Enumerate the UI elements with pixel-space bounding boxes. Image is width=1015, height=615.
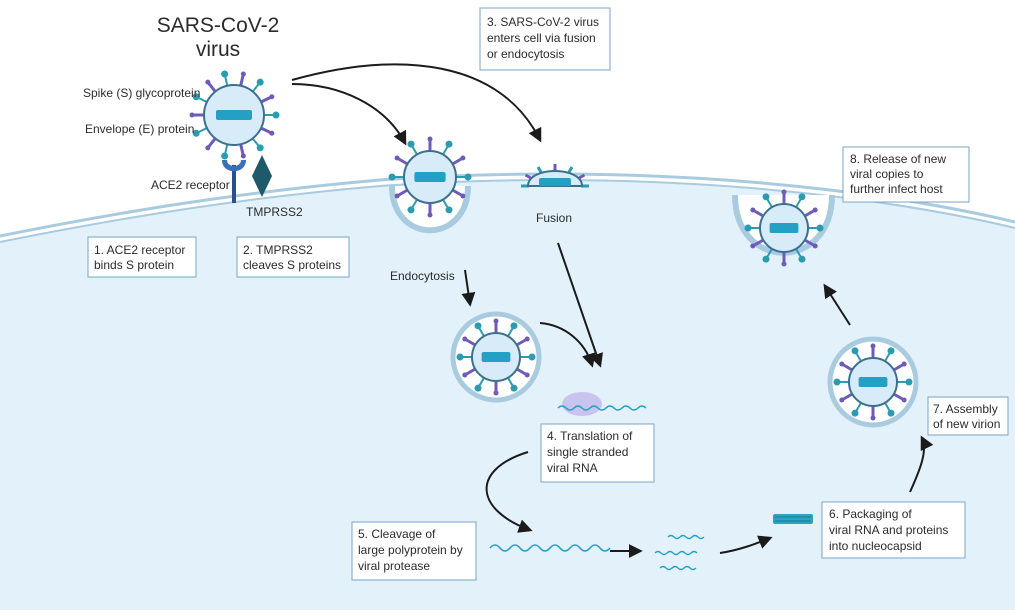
cleaved-fragments — [654, 534, 705, 571]
arrow-vesicle-to-rna — [539, 322, 596, 368]
title-line-1: SARS-CoV-2 — [157, 14, 280, 37]
svg-text:3. SARS-CoV-2 virus: 3. SARS-CoV-2 virus — [487, 15, 599, 29]
svg-text:2. TMPRSS2: 2. TMPRSS2 — [243, 243, 313, 257]
virion-endocytosis-icon — [388, 136, 472, 218]
arrow-fusion-down — [557, 242, 603, 368]
ribosome-icon — [562, 392, 602, 416]
step-2-box: 2. TMPRSS2 cleaves S proteins — [236, 236, 350, 278]
step-6-box: 6. Packaging of viral RNA and proteins i… — [821, 501, 966, 559]
svg-text:viral protease: viral protease — [358, 559, 430, 573]
fusion-label: Fusion — [536, 211, 572, 225]
svg-text:5. Cleavage of: 5. Cleavage of — [358, 527, 436, 541]
arrow-to-endocytosis — [291, 83, 407, 146]
tmprss2-label: TMPRSS2 — [246, 205, 303, 219]
step-7-box: 7. Assembly of new virion — [927, 396, 1009, 436]
svg-text:into nucleocapsid: into nucleocapsid — [829, 539, 922, 553]
svg-text:cleaves S proteins: cleaves S proteins — [243, 258, 341, 272]
step-3-box: 3. SARS-CoV-2 virus enters cell via fusi… — [479, 7, 611, 71]
svg-text:1. ACE2 receptor: 1. ACE2 receptor — [94, 243, 185, 257]
step-4-box: 4. Translation of single stranded viral … — [540, 423, 655, 483]
fusion-virion-icon — [521, 164, 589, 188]
svg-text:or endocytosis: or endocytosis — [487, 47, 564, 61]
svg-text:viral copies to: viral copies to — [850, 167, 924, 181]
title-line-2: virus — [196, 38, 240, 61]
svg-text:viral RNA: viral RNA — [547, 461, 598, 475]
arrow-fragments-to-nucleocapsid — [719, 535, 773, 554]
svg-text:single stranded: single stranded — [547, 445, 628, 459]
arrow-endocytosis-down — [461, 269, 476, 307]
endocytosis-label: Endocytosis — [390, 269, 455, 283]
tmprss2-icon — [252, 155, 272, 197]
released-virion-icon — [744, 189, 824, 267]
svg-text:6. Packaging of: 6. Packaging of — [829, 507, 912, 521]
arrow-assembly-to-release — [823, 283, 851, 326]
arrow-rna-to-cleavage — [485, 451, 533, 533]
svg-text:enters cell via fusion: enters cell via fusion — [487, 31, 596, 45]
step-8-box: 8. Release of new viral copies to furthe… — [842, 146, 970, 203]
ace2-label: ACE2 receptor — [151, 178, 230, 192]
sars-cov-2-virion-icon — [189, 70, 280, 160]
svg-text:further infect host: further infect host — [850, 182, 943, 196]
svg-text:large polyprotein by: large polyprotein by — [358, 543, 463, 557]
ace2-receptor-icon — [222, 160, 246, 203]
spike-label: Spike (S) glycoprotein — [83, 86, 200, 100]
arrow-to-fusion — [291, 63, 542, 143]
step-1-box: 1. ACE2 receptor binds S protein — [87, 236, 197, 278]
envelope-label: Envelope (E) protein — [85, 122, 194, 136]
svg-text:8. Release of new: 8. Release of new — [850, 152, 946, 166]
polyprotein-wave — [489, 544, 611, 552]
step-5-box: 5. Cleavage of large polyprotein by vira… — [351, 521, 477, 581]
viral-rna-translation — [557, 405, 647, 411]
svg-text:7. Assembly: 7. Assembly — [933, 402, 998, 416]
svg-text:4. Translation of: 4. Translation of — [547, 429, 633, 443]
svg-text:binds S protein: binds S protein — [94, 258, 174, 272]
nucleocapsid-icon — [773, 514, 813, 524]
arrow-nucleocapsid-to-assembly — [909, 435, 934, 493]
new-virion-icon — [833, 343, 913, 421]
virion-in-endosome-icon — [456, 318, 536, 396]
svg-text:of new virion: of new virion — [933, 417, 1000, 431]
svg-text:viral RNA and proteins: viral RNA and proteins — [829, 523, 948, 537]
